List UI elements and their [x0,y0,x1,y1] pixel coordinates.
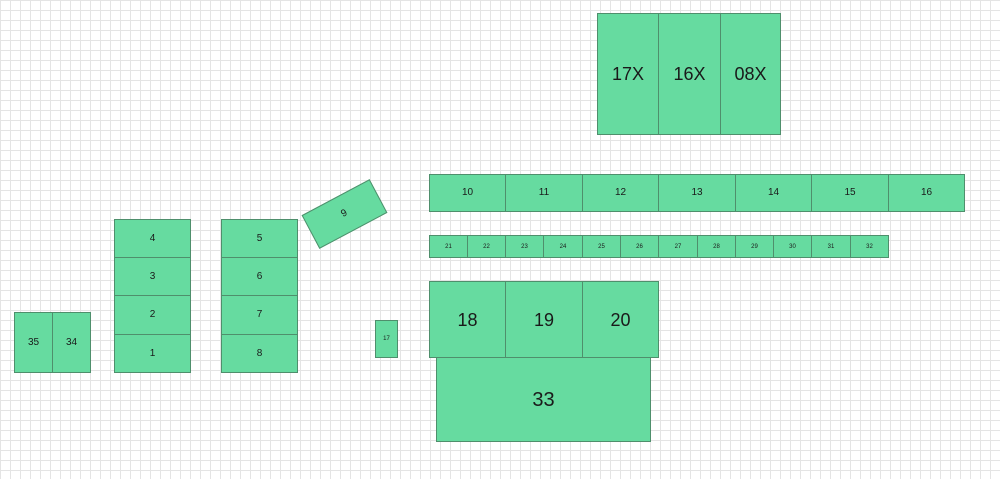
block-33[interactable]: 33 [436,357,651,442]
block-14[interactable]: 14 [735,174,812,212]
block-20[interactable]: 20 [582,281,659,358]
block-17x[interactable]: 17X [597,13,659,135]
block-21[interactable]: 21 [429,235,468,258]
block-1[interactable]: 1 [114,334,191,373]
block-10[interactable]: 10 [429,174,506,212]
block-5[interactable]: 5 [221,219,298,258]
block-26[interactable]: 26 [620,235,659,258]
block-35[interactable]: 35 [14,312,53,373]
block-2[interactable]: 2 [114,295,191,335]
block-13[interactable]: 13 [658,174,736,212]
block-16[interactable]: 16 [888,174,965,212]
block-3[interactable]: 3 [114,257,191,296]
block-17[interactable]: 17 [375,320,398,358]
block-23[interactable]: 23 [505,235,544,258]
block-27[interactable]: 27 [658,235,698,258]
block-6[interactable]: 6 [221,257,298,296]
block-19[interactable]: 19 [505,281,583,358]
block-11[interactable]: 11 [505,174,583,212]
block-9[interactable]: 9 [301,179,388,249]
block-31[interactable]: 31 [811,235,851,258]
block-7[interactable]: 7 [221,295,298,335]
block-25[interactable]: 25 [582,235,621,258]
block-16x[interactable]: 16X [658,13,721,135]
block-15[interactable]: 15 [811,174,889,212]
block-24[interactable]: 24 [543,235,583,258]
block-30[interactable]: 30 [773,235,812,258]
block-34[interactable]: 34 [52,312,91,373]
block-32[interactable]: 32 [850,235,889,258]
block-29[interactable]: 29 [735,235,774,258]
block-28[interactable]: 28 [697,235,736,258]
block-22[interactable]: 22 [467,235,506,258]
block-8[interactable]: 8 [221,334,298,373]
block-08x[interactable]: 08X [720,13,781,135]
block-4[interactable]: 4 [114,219,191,258]
block-12[interactable]: 12 [582,174,659,212]
block-18[interactable]: 18 [429,281,506,358]
